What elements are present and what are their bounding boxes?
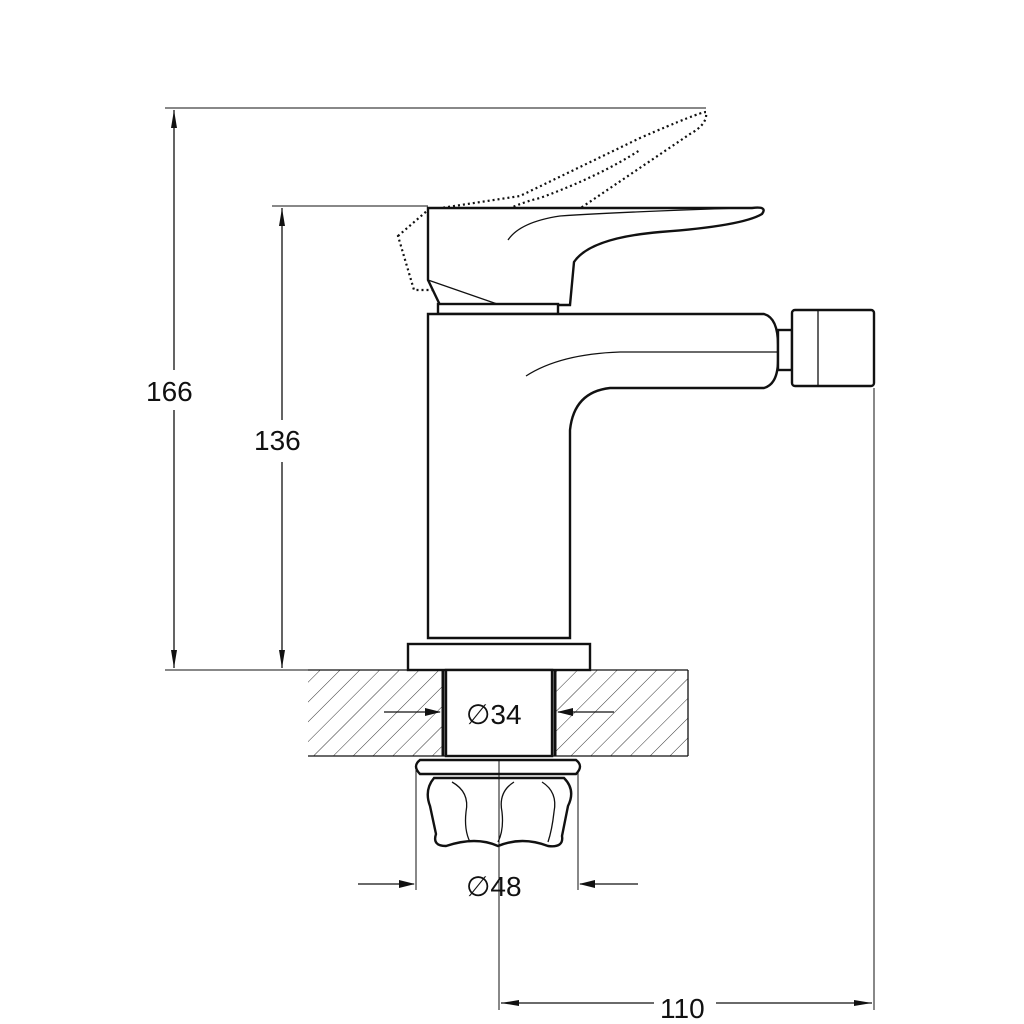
overall-height-label: 166 (146, 376, 193, 407)
hole-diameter-label: ∅34 (466, 699, 522, 730)
spout-nozzle (776, 308, 876, 388)
fixing-nut (414, 758, 582, 848)
lever-handle (426, 206, 765, 307)
lever-collar (436, 302, 560, 316)
dimension-body-height: 136 (254, 205, 428, 668)
dimension-hole-diameter: ∅34 (384, 699, 614, 730)
base-ring (406, 642, 592, 672)
base-diameter-label: ∅48 (466, 871, 522, 902)
faucet-body (426, 312, 780, 640)
mounting-shank (444, 668, 554, 758)
dimension-base-diameter: ∅48 (358, 770, 638, 902)
countertop-section (308, 669, 689, 757)
reach-label: 110 (660, 993, 705, 1024)
body-height-label: 136 (254, 425, 301, 456)
dimension-reach: 110 (498, 388, 875, 1024)
dimension-overall-height: 166 (146, 107, 706, 671)
